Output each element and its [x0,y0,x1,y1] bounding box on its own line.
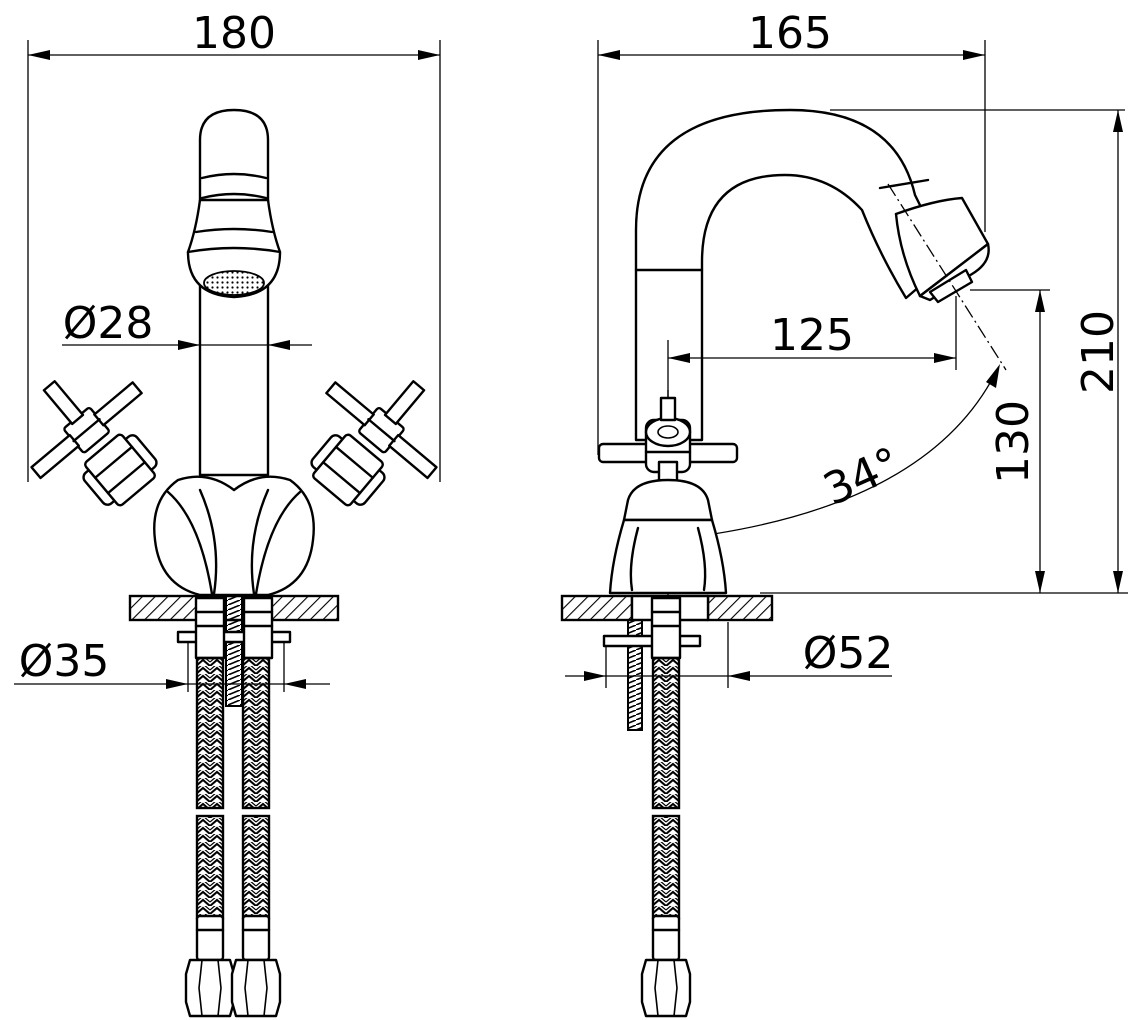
connectors-side [602,596,702,731]
width-label: 180 [192,8,276,59]
front-view: 180 Ø28 [14,8,441,1018]
total-height-dimension: 210 [760,110,1128,594]
reach-dimension: 125 [667,296,957,440]
depth-label: 165 [748,8,832,59]
reach-label: 125 [770,310,854,361]
base-diameter-dimension-front: Ø35 [14,636,330,692]
width-dimension: 180 [27,8,441,482]
gooseneck-spout [634,108,990,442]
body-side [608,478,728,595]
base-diameter-label-side: Ø52 [803,628,894,679]
supply-hoses-front [184,656,282,1018]
handle-front-left [30,380,158,507]
base-diameter-dimension-side: Ø52 [565,622,893,688]
spout-front [186,108,282,477]
base-plate-side [560,594,774,622]
body-front [153,475,315,597]
depth-dimension: 165 [597,8,986,455]
side-view: 165 125 [560,8,1128,1018]
supply-hose-side [640,656,692,1018]
handle-front-right [310,380,438,507]
connectors-front [176,595,292,707]
swivel-angle-label: 34° [816,438,908,516]
spout-axis-line [887,183,1007,371]
spout-height-label: 130 [988,400,1039,484]
base-diameter-label-front: Ø35 [19,636,110,687]
total-height-label: 210 [1073,310,1124,394]
spout-diameter-dimension: Ø28 [62,298,312,350]
spout-height-dimension: 130 [970,289,1050,593]
spout-diameter-label: Ø28 [63,298,154,349]
